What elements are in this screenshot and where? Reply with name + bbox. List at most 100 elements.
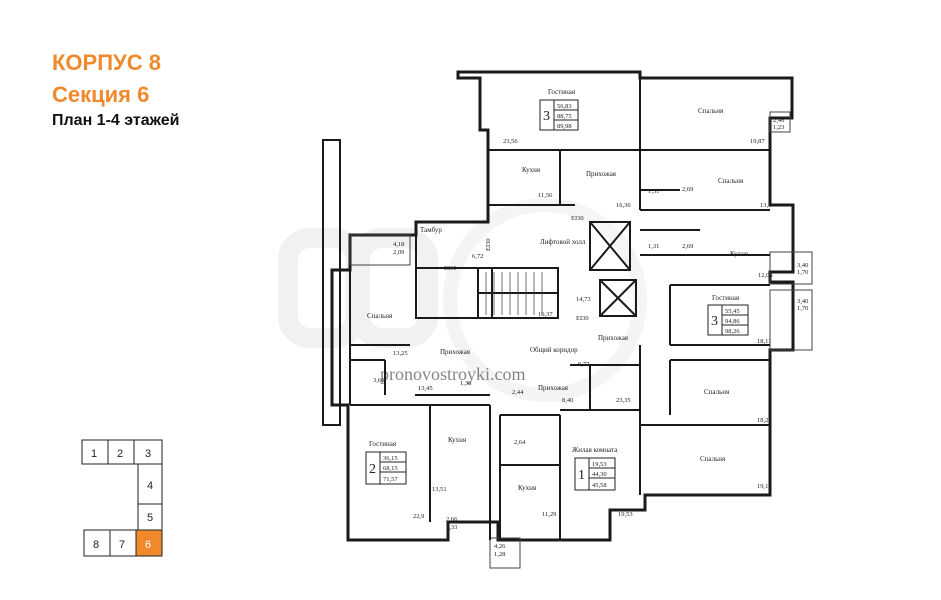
- apt-area: 94,86: [725, 318, 740, 325]
- room-label: Тамбур: [420, 226, 442, 234]
- watermark-text: pronovostroyki.com: [380, 364, 526, 384]
- room-label: Гостиная: [369, 440, 397, 448]
- apt-area: 55,45: [725, 308, 740, 315]
- room-label: Прихожая: [586, 170, 617, 178]
- apt-area: 89,98: [557, 123, 572, 130]
- fire-door-label: EI30: [444, 265, 457, 272]
- stairs: [485, 272, 543, 315]
- room-label: Лифтовой холл: [540, 238, 586, 246]
- area-label: 23,56: [503, 138, 518, 145]
- room-label: Спальня: [704, 388, 730, 396]
- apt-area: 68,15: [383, 465, 398, 472]
- apt-rooms: 3: [543, 109, 550, 124]
- room-label: Гостиная: [712, 294, 740, 302]
- area-label: 2,09: [393, 249, 404, 256]
- area-label: 18,21: [757, 417, 772, 424]
- area-label: 19,53: [618, 511, 633, 518]
- apt-area: 45,58: [592, 482, 607, 489]
- area-label: 13,51: [432, 486, 447, 493]
- apartment-box-c: 2 36,15 68,15 71,57: [365, 451, 407, 485]
- area-label: 11,56: [538, 192, 553, 199]
- area-label: 18,11: [757, 338, 771, 345]
- area-label: 2,69: [682, 243, 693, 250]
- area-label: 8,40: [562, 397, 573, 404]
- apartment-box-b: 3 55,45 94,86 98,26: [707, 304, 749, 336]
- room-label: Гостиная: [548, 88, 576, 96]
- room-label: Кухня: [448, 436, 467, 444]
- exterior-walls: [322, 70, 795, 542]
- area-label: 23,35: [616, 397, 631, 404]
- interior-walls: [349, 78, 770, 540]
- apt-rooms: 3: [711, 314, 718, 329]
- room-label: Спальня: [698, 107, 724, 115]
- apt-area: 98,26: [725, 328, 740, 335]
- area-label: 12,06: [758, 272, 773, 279]
- area-label: 1,70: [797, 269, 808, 276]
- area-label: 16,36: [616, 202, 631, 209]
- room-label: Спальня: [700, 455, 726, 463]
- area-label: 13,25: [393, 350, 408, 357]
- area-label: 14,73: [576, 296, 591, 303]
- room-label: Прихожая: [598, 334, 629, 342]
- section-number: 8: [93, 539, 99, 551]
- section-key-map: 1 2 3 4 5 6 7 8: [81, 439, 163, 557]
- section-number: 3: [145, 448, 151, 460]
- area-label: 1,38: [460, 380, 471, 387]
- area-label: 4,18: [393, 241, 404, 248]
- area-label: 6,72: [472, 253, 483, 260]
- room-label: Кухня: [518, 484, 537, 492]
- area-label: 3,66: [373, 377, 385, 384]
- section-number: 2: [117, 448, 123, 460]
- room-label: Спальня: [718, 177, 744, 185]
- area-label: 9,77: [578, 361, 590, 368]
- area-label: 22,9: [413, 513, 424, 520]
- section-number: 7: [119, 539, 125, 551]
- area-label: 19,13: [757, 483, 772, 490]
- apt-area: 71,57: [383, 476, 398, 483]
- room-label: Прихожая: [440, 348, 471, 356]
- room-label: Кухня: [522, 166, 541, 174]
- area-label: 3,40: [797, 262, 808, 269]
- room-label: Спальня: [367, 312, 393, 320]
- section-number: 6: [145, 539, 151, 551]
- area-label: 1,70: [797, 305, 808, 312]
- area-label: 3,40: [797, 298, 808, 305]
- area-label: 11,29: [542, 511, 556, 518]
- section-number: 1: [91, 448, 97, 460]
- building-title: КОРПУС 8: [52, 50, 161, 75]
- plan-subtitle: План 1-4 этажей: [52, 112, 180, 129]
- area-label: 1,33: [446, 524, 457, 531]
- area-label: 2,64: [514, 439, 526, 446]
- section-6-highlight: [135, 529, 163, 557]
- room-label: Кухня: [730, 250, 749, 258]
- area-label: 2,66: [446, 516, 458, 523]
- area-label: 2,46: [773, 117, 785, 124]
- room-labels: Гостиная Спальня Кухня Прихожая Спальня …: [367, 88, 749, 492]
- area-label: 19,87: [750, 138, 765, 145]
- apt-area: 44,30: [592, 471, 607, 478]
- area-label: 1,28: [494, 551, 505, 558]
- room-label: Жилая комната: [572, 446, 618, 454]
- apartment-box-d: 1 19,53 44,30 45,58: [574, 457, 616, 491]
- apt-rooms: 2: [369, 462, 376, 477]
- apt-area: 56,83: [557, 103, 572, 110]
- room-label: Прихожая: [538, 384, 569, 392]
- fire-door-label: EI30: [576, 315, 589, 322]
- section-title: Секция 6: [52, 82, 150, 107]
- balconies: [349, 111, 813, 569]
- room-label: Общий коридор: [530, 346, 578, 354]
- section-number: 5: [147, 512, 153, 524]
- apt-rooms: 1: [578, 468, 585, 483]
- fire-door-label: EI30: [485, 238, 492, 251]
- area-label: 2,69: [682, 186, 693, 193]
- apt-area: 36,15: [383, 455, 398, 462]
- area-label: 13,45: [418, 385, 433, 392]
- fire-door-label: EI30: [571, 215, 584, 222]
- area-labels: 23,56 19,87 2,46 1,23 11,56 16,36 1,31 2…: [373, 117, 808, 558]
- section-number: 4: [147, 480, 153, 492]
- apt-area: 19,53: [592, 461, 607, 468]
- area-label: 1,23: [773, 124, 784, 131]
- apt-area: 88,75: [557, 113, 572, 120]
- area-label: 13,4: [760, 202, 772, 209]
